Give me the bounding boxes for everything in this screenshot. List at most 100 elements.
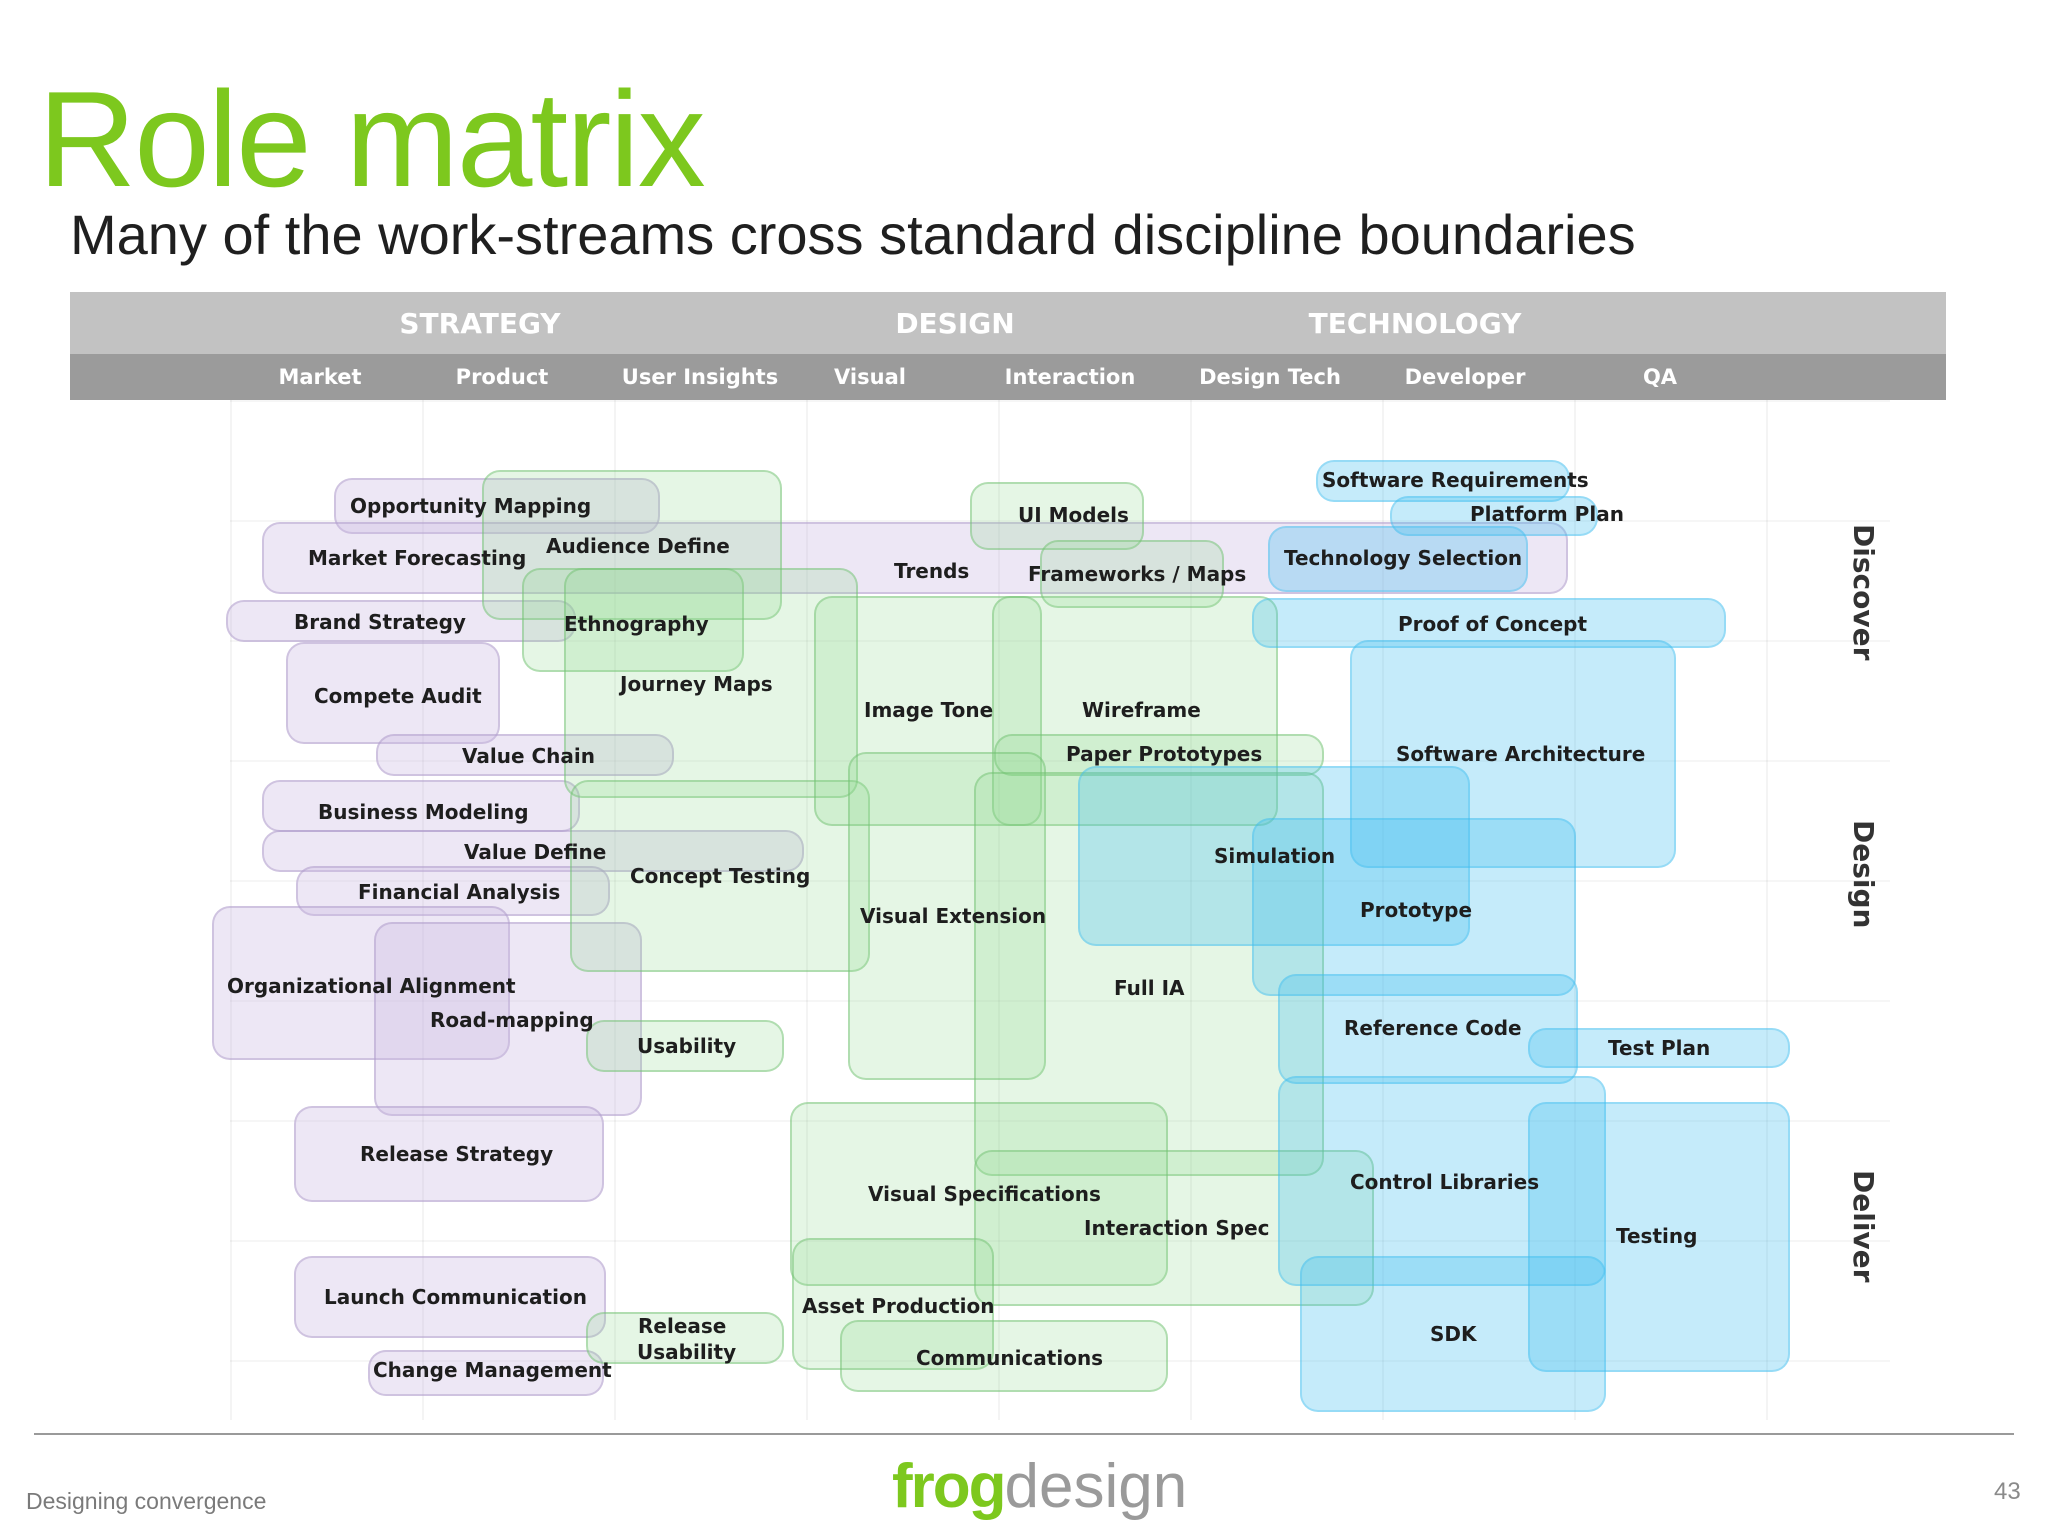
- box-value-chain: [376, 734, 674, 776]
- label-compete-audit: Compete Audit: [314, 684, 482, 708]
- logo-frog: frog: [892, 1452, 1007, 1521]
- box-journey-maps: [564, 568, 858, 798]
- box-organizational-alignment: [212, 906, 510, 1060]
- phase-discover: Discover: [1847, 524, 1880, 661]
- label-road-mapping: Road-mapping: [430, 1008, 594, 1032]
- box-control-libraries: [1278, 1076, 1606, 1286]
- discipline-qa: QA: [1642, 365, 1678, 389]
- label-usability: Usability: [637, 1034, 737, 1058]
- box-testing: [1528, 1102, 1790, 1372]
- slide-subtitle: Many of the work-streams cross standard …: [70, 203, 1636, 266]
- label-reference-code: Reference Code: [1344, 1016, 1522, 1040]
- box-compete-audit: [286, 642, 500, 744]
- group-technology: TECHNOLOGY: [1308, 307, 1522, 340]
- phase-deliver: Deliver: [1847, 1170, 1880, 1283]
- label-release-usability-line2: Usability: [637, 1340, 737, 1364]
- label-business-modeling: Business Modeling: [318, 800, 529, 824]
- box-change-management: [368, 1350, 604, 1396]
- label-change-management: Change Management: [373, 1358, 612, 1382]
- label-visual-extension: Visual Extension: [860, 904, 1047, 928]
- box-ui-models: [970, 482, 1144, 550]
- box-financial-analysis: [296, 866, 610, 916]
- box-brand-strategy: [226, 600, 576, 642]
- footer-text: Designing convergence: [26, 1488, 267, 1514]
- label-full-ia: Full IA: [1114, 976, 1185, 1000]
- label-test-plan: Test Plan: [1608, 1036, 1711, 1060]
- label-brand-strategy: Brand Strategy: [294, 610, 466, 634]
- box-image-tone: [814, 596, 1042, 826]
- label-testing: Testing: [1616, 1224, 1698, 1248]
- box-reference-code: [1278, 974, 1578, 1084]
- label-control-libraries: Control Libraries: [1350, 1170, 1540, 1194]
- phase-design: Design: [1847, 820, 1880, 929]
- label-image-tone: Image Tone: [864, 698, 994, 722]
- box-visual-extension: [848, 752, 1046, 1080]
- box-business-modeling: [262, 780, 580, 832]
- discipline-user-insights: User Insights: [621, 365, 779, 389]
- discipline-developer: Developer: [1404, 365, 1526, 389]
- group-strategy: STRATEGY: [399, 307, 561, 340]
- box-ethnography: [522, 568, 744, 672]
- label-market-forecasting: Market Forecasting: [308, 546, 527, 570]
- box-paper-prototypes: [994, 734, 1324, 776]
- box-wireframe: [992, 596, 1278, 826]
- discipline-group-header: STRATEGY DESIGN TECHNOLOGY: [70, 292, 1946, 354]
- box-test-plan: [1528, 1028, 1790, 1068]
- label-paper-prototypes: Paper Prototypes: [1066, 742, 1263, 766]
- discipline-product: Product: [455, 365, 549, 389]
- box-simulation: [1078, 766, 1470, 946]
- label-interaction-spec: Interaction Spec: [1084, 1216, 1270, 1240]
- box-asset-production: [792, 1238, 994, 1370]
- logo-design: design: [1004, 1452, 1188, 1521]
- box-prototype: [1252, 818, 1576, 996]
- box-platform-plan: [1390, 496, 1598, 536]
- label-prototype: Prototype: [1360, 898, 1473, 922]
- label-communications: Communications: [916, 1346, 1104, 1370]
- box-value-define: [262, 830, 804, 872]
- label-release-usability-line1: Release: [638, 1314, 727, 1338]
- label-wireframe: Wireframe: [1082, 698, 1201, 722]
- label-financial-analysis: Financial Analysis: [358, 880, 561, 904]
- label-ui-models: UI Models: [1018, 503, 1129, 527]
- footer-divider: [34, 1433, 2014, 1435]
- label-journey-maps: Journey Maps: [620, 672, 773, 696]
- label-simulation: Simulation: [1214, 844, 1336, 868]
- box-sdk: [1300, 1256, 1606, 1412]
- label-organizational-alignment: Organizational Alignment: [227, 974, 516, 998]
- label-frameworks-maps: Frameworks / Maps: [1028, 562, 1247, 586]
- page-number: 43: [1994, 1478, 2021, 1505]
- discipline-header: Market Product User Insights Visual Inte…: [70, 354, 1946, 400]
- box-software-architecture: [1350, 640, 1676, 868]
- label-release-strategy: Release Strategy: [360, 1142, 554, 1166]
- label-launch-communication: Launch Communication: [324, 1285, 587, 1309]
- discipline-market: Market: [278, 365, 362, 389]
- box-interaction-spec: [974, 1150, 1374, 1306]
- label-platform-plan: Platform Plan: [1470, 502, 1624, 526]
- role-matrix: Opportunity Mapping Market Forecasting A…: [70, 400, 1946, 1420]
- box-release-strategy: [294, 1106, 604, 1202]
- group-design: DESIGN: [895, 307, 1015, 340]
- label-opportunity-mapping: Opportunity Mapping: [350, 494, 592, 518]
- box-road-mapping: [374, 922, 642, 1116]
- label-concept-testing: Concept Testing: [630, 864, 811, 888]
- box-usability: [586, 1020, 784, 1072]
- discipline-design-tech: Design Tech: [1199, 365, 1341, 389]
- label-proof-of-concept: Proof of Concept: [1398, 612, 1588, 636]
- label-trends: Trends: [894, 559, 970, 583]
- box-release-usability: [586, 1312, 784, 1364]
- label-ethnography: Ethnography: [564, 612, 709, 636]
- frog-design-logo: frogdesign: [892, 1452, 1187, 1522]
- box-full-ia: [974, 772, 1324, 1176]
- label-sdk: SDK: [1430, 1322, 1477, 1346]
- box-audience-define: [482, 470, 782, 620]
- box-technology-selection: [1268, 526, 1528, 592]
- discipline-visual: Visual: [834, 365, 906, 389]
- box-software-requirements: [1316, 460, 1570, 502]
- label-visual-specifications: Visual Specifications: [868, 1182, 1101, 1206]
- label-software-architecture: Software Architecture: [1396, 742, 1646, 766]
- label-audience-define: Audience Define: [546, 534, 730, 558]
- slide-title: Role matrix: [38, 63, 706, 215]
- label-technology-selection: Technology Selection: [1284, 546, 1523, 570]
- matrix-grid: [230, 400, 1890, 1420]
- box-launch-communication: [294, 1256, 606, 1338]
